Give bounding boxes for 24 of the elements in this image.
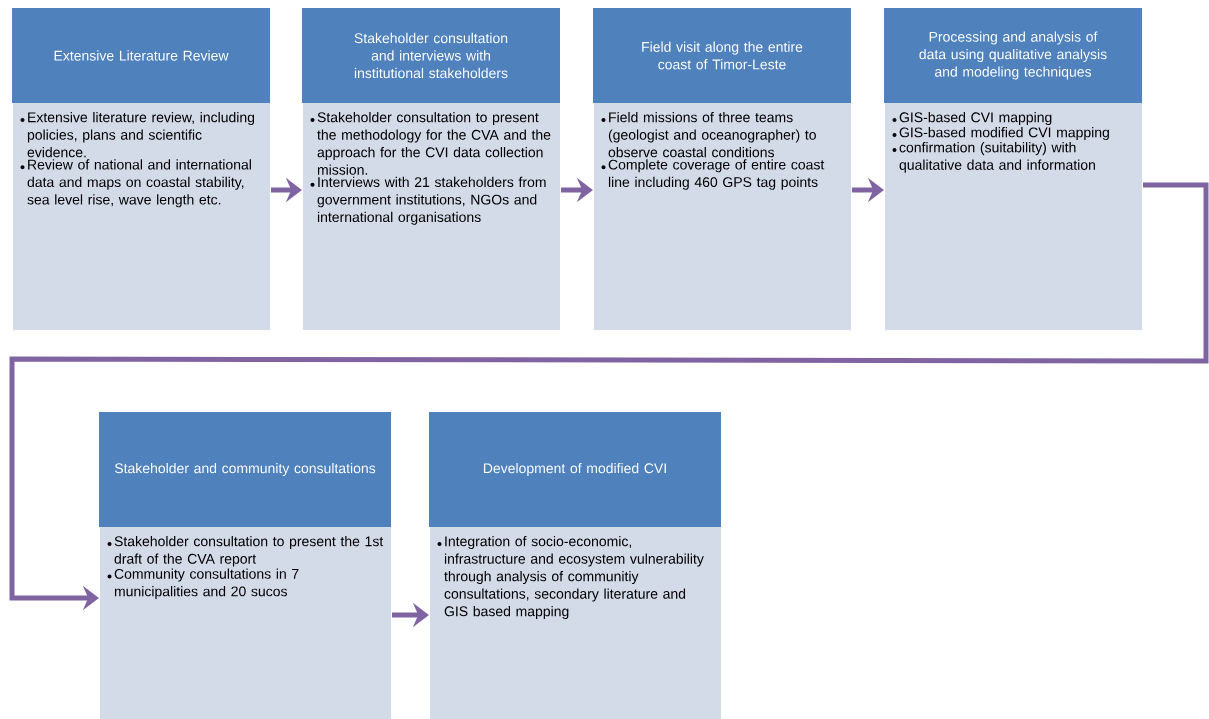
bullet-item: Integration of socio-economic, infrastructure and ecosystem vulnerability through analysis of communitiy consultations, secondary literature and GIS based mapping [444, 536, 704, 620]
bullet-item: Stakeholder consultation to present the 1st draft of the CVA report [114, 536, 384, 567]
step-card [302, 8, 561, 331]
step-heading: Stakeholder and community consultations [114, 462, 376, 476]
step-heading: Extensive Literature Review [54, 50, 229, 61]
bullet-item: GIS-based CVI mapping [899, 112, 1052, 126]
bullet-item: Stakeholder consultation to present the methodology for the CVA and the approach for the CVI data collection mission. [317, 112, 551, 175]
step-card [429, 412, 722, 719]
bullet-item: GIS-based modified CVI mapping [899, 127, 1109, 141]
bullet-item: Field missions of three teams (geologist and oceanographer) to observe coastal conditions [608, 112, 816, 158]
bullet-item: confirmation (suitability) with qualitative data and information [899, 142, 1095, 173]
bullet-item: Review of national and international data and maps on coastal stability, sea level rise, wave length etc. [27, 159, 251, 208]
bullet-item: Complete coverage of entire coast line including 460 GPS tag points [608, 159, 825, 190]
step-heading: Processing and analysis of data using qualitative analysis and modeling techniques [919, 31, 1107, 80]
step-card [593, 8, 852, 331]
bullet-item: Extensive literature review, including policies, plans and scientific evidence. [27, 112, 255, 158]
step-heading: Development of modified CVI [483, 462, 666, 476]
step-heading: Field visit along the entire coast of Timor-Leste [642, 41, 803, 70]
bullet-item: Interviews with 21 stakeholders from government institutions, NGOs and international organisations [317, 176, 546, 225]
bullet-item: Community consultations in 7 municipalities and 20 sucos [114, 568, 299, 600]
step-card [12, 8, 271, 331]
step-card [884, 8, 1143, 331]
step-heading: Stakeholder consultation and interviews with institutional stakeholders [354, 32, 508, 79]
step-card [99, 412, 392, 719]
